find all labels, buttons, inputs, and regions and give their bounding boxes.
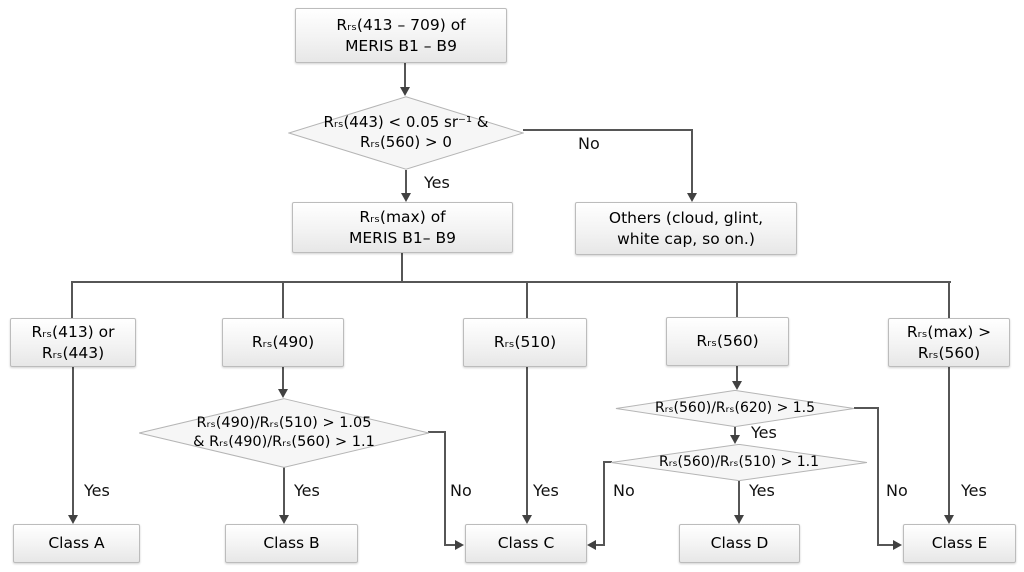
arrow-down-icon <box>400 87 410 96</box>
node-class-e-box: Class E <box>903 524 1016 563</box>
node-others-box: Others (cloud, glint, white cap, so on.) <box>575 202 797 255</box>
edge-test560510-classD-line <box>738 481 740 515</box>
node-source-label: Rᵣₛ(413 – 709) of MERIS B1 – B9 <box>336 16 466 55</box>
edge-branch510-classC-line <box>526 367 528 515</box>
diamond-shape-icon <box>288 96 524 170</box>
edge-test560510-classC-hline2 <box>596 544 605 546</box>
node-branch-560-label: Rᵣₛ(560) <box>696 332 759 351</box>
node-source-box: Rᵣₛ(413 – 709) of MERIS B1 – B9 <box>295 8 507 63</box>
node-class-d-label: Class D <box>710 534 769 553</box>
edge-label-yes: Yes <box>961 481 987 500</box>
decision-test-560-620-label: Rᵣₛ(560)/Rᵣₛ(620) > 1.5 <box>654 400 816 417</box>
edge-test560620-classE-hline2 <box>877 544 894 546</box>
arrow-left-icon <box>587 540 596 550</box>
node-class-e-label: Class E <box>931 534 988 553</box>
decision-cloud-test-label: Rᵣₛ(443) < 0.05 sr⁻¹ & Rᵣₛ(560) > 0 <box>323 113 489 151</box>
node-class-c-label: Class C <box>497 534 555 553</box>
node-branch-max-box: Rᵣₛ(max) > Rᵣₛ(560) <box>888 318 1010 367</box>
decision-test-490: Rᵣₛ(490)/Rᵣₛ(510) > 1.05 & Rᵣₛ(490)/Rᵣₛ(… <box>138 398 430 468</box>
node-branch-490-label: Rᵣₛ(490) <box>251 333 315 352</box>
node-class-a-box: Class A <box>13 524 140 563</box>
edge-cloudtest-others-vline <box>691 129 693 194</box>
arrow-down-icon <box>278 389 288 398</box>
node-others-label: Others (cloud, glint, white cap, so on.) <box>608 209 764 248</box>
edge-label-yes: Yes <box>533 481 559 500</box>
diamond-shape-icon <box>610 444 868 481</box>
edge-test560620-classE-hline1 <box>854 407 879 409</box>
node-branch-560-box: Rᵣₛ(560) <box>666 317 789 366</box>
arrow-right-icon <box>455 540 464 550</box>
edge-label-yes: Yes <box>749 481 775 500</box>
node-class-c-box: Class C <box>465 524 587 563</box>
arrow-down-icon <box>944 515 954 524</box>
decision-test-560-510-label: Rᵣₛ(560)/Rᵣₛ(510) > 1.1 <box>658 454 820 471</box>
node-branch-490-box: Rᵣₛ(490) <box>222 318 344 367</box>
edge-branch560-test560620-line <box>736 366 738 382</box>
decision-test-560-510: Rᵣₛ(560)/Rᵣₛ(510) > 1.1 <box>610 444 868 481</box>
node-branch-413-label: Rᵣₛ(413) or Rᵣₛ(443) <box>31 323 115 362</box>
arrow-down-icon <box>401 193 411 202</box>
node-branch-413-box: Rᵣₛ(413) or Rᵣₛ(443) <box>10 318 136 367</box>
edge-cloudtest-maxband-line <box>405 170 407 194</box>
edge-label-yes: Yes <box>751 423 777 442</box>
node-class-a-label: Class A <box>48 534 105 553</box>
edge-maxband-distributor-line <box>401 253 403 283</box>
node-class-d-box: Class D <box>679 524 800 563</box>
arrow-right-icon <box>893 540 902 550</box>
edge-test560620-test560510-line <box>734 427 736 436</box>
arrow-down-icon <box>279 515 289 524</box>
edge-label-no: No <box>578 134 600 153</box>
arrow-down-icon <box>687 193 697 202</box>
edge-cloudtest-others-hline <box>523 129 693 131</box>
node-maxband-label: Rᵣₛ(max) of MERIS B1– B9 <box>349 208 456 247</box>
edge-test560510-classC-vline <box>603 461 605 546</box>
decision-test-560-620: Rᵣₛ(560)/Rᵣₛ(620) > 1.5 <box>615 390 855 427</box>
node-class-b-label: Class B <box>263 534 320 553</box>
drop-line-branch-413 <box>71 281 73 318</box>
edge-branch413-classA-line <box>72 367 74 515</box>
diamond-shape-icon <box>615 390 855 427</box>
arrow-down-icon <box>68 515 78 524</box>
arrow-down-icon <box>730 435 740 444</box>
arrow-down-icon <box>732 381 742 390</box>
edge-test490-classC-hline2 <box>444 544 458 546</box>
edge-label-no: No <box>613 481 635 500</box>
drop-line-branch-max <box>948 281 950 318</box>
drop-line-branch-510 <box>526 281 528 318</box>
edge-test560620-classE-vline <box>877 407 879 546</box>
edge-branch490-test490-line <box>282 367 284 390</box>
distributor-hline <box>71 281 951 283</box>
drop-line-branch-490 <box>282 281 284 318</box>
edge-source-cloudtest-line <box>404 63 406 88</box>
edge-test490-classB-line <box>283 467 285 515</box>
decision-test-490-label: Rᵣₛ(490)/Rᵣₛ(510) > 1.05 & Rᵣₛ(490)/Rᵣₛ(… <box>193 414 375 450</box>
arrow-down-icon <box>734 515 744 524</box>
edge-branchmax-classE-line <box>948 367 950 515</box>
node-class-b-box: Class B <box>225 524 358 563</box>
edge-test560510-classC-hline1 <box>603 461 612 463</box>
edge-label-yes: Yes <box>294 481 320 500</box>
edge-label-yes: Yes <box>84 481 110 500</box>
edge-label-no: No <box>450 481 472 500</box>
arrow-down-icon <box>522 515 532 524</box>
node-branch-510-label: Rᵣₛ(510) <box>493 333 557 352</box>
diamond-shape-icon <box>138 398 430 468</box>
node-maxband-box: Rᵣₛ(max) of MERIS B1– B9 <box>292 202 513 253</box>
edge-test490-classC-hline1 <box>428 431 446 433</box>
edge-label-no: No <box>886 481 908 500</box>
drop-line-branch-560 <box>736 281 738 317</box>
decision-cloud-test: Rᵣₛ(443) < 0.05 sr⁻¹ & Rᵣₛ(560) > 0 <box>288 96 524 170</box>
edge-label-yes: Yes <box>424 173 450 192</box>
node-branch-510-box: Rᵣₛ(510) <box>463 318 587 367</box>
edge-test490-classC-vline <box>444 431 446 546</box>
node-branch-max-label: Rᵣₛ(max) > Rᵣₛ(560) <box>906 323 992 362</box>
